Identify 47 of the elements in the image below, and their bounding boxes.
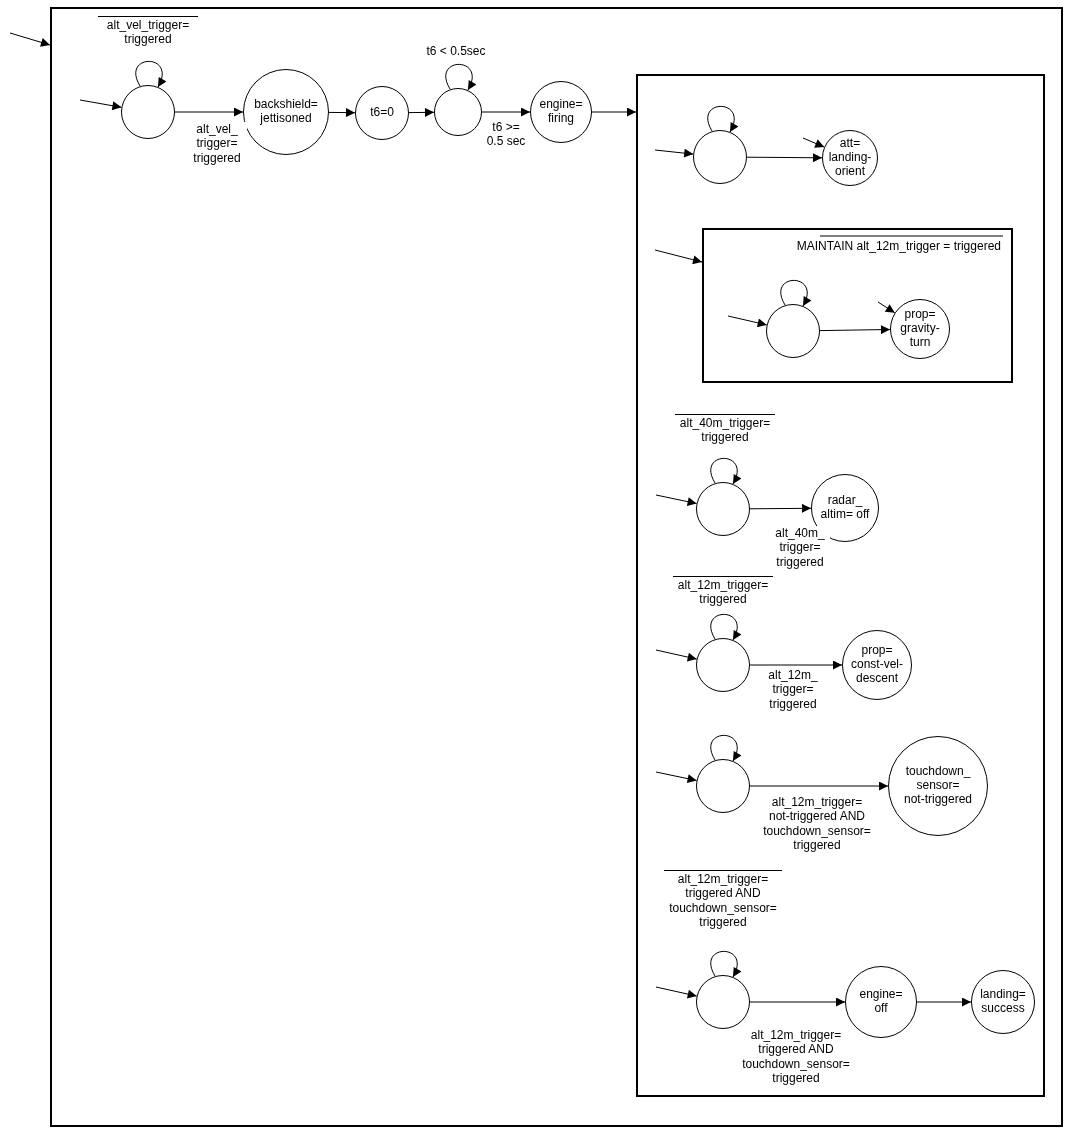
transition-arrow <box>727 315 768 328</box>
transition-arrow <box>655 986 698 999</box>
transition-arrow <box>79 99 122 111</box>
transition-arrow <box>9 32 51 47</box>
self-loop-arrow <box>710 734 741 762</box>
transition-arrow <box>749 781 889 791</box>
state-label: t6=0 <box>369 106 395 120</box>
state-label: backshield= jettisoned <box>253 98 319 126</box>
transition-arrow <box>916 997 972 1007</box>
transition-arrow <box>749 660 843 670</box>
transition-arrow <box>408 107 435 117</box>
self-loop-arrow <box>780 279 811 307</box>
self-loop-arrow <box>445 63 476 91</box>
state-label: MAINTAIN alt_12m_trigger = triggered <box>796 240 1001 254</box>
transition-arrow <box>481 107 531 117</box>
transition-arrow <box>746 153 823 163</box>
transition-arrow <box>749 997 846 1007</box>
edge-label: alt_40m_trigger= triggered <box>675 414 775 445</box>
state-label: engine= off <box>858 988 904 1016</box>
state-label: prop= gravity- turn <box>899 308 941 350</box>
self-loop-arrow <box>710 613 741 641</box>
state-label: landing= success <box>979 988 1027 1016</box>
state-label: prop= const-vel- descent <box>850 644 904 686</box>
transition-arrow <box>802 137 825 148</box>
edge-label: alt_12m_trigger= triggered AND touchdown_sensor= triggered <box>664 870 782 930</box>
transition-arrow <box>749 503 812 513</box>
self-loop-arrow <box>710 950 741 978</box>
state-label: touchdown_ sensor= not-triggered <box>902 765 973 807</box>
transition-arrow <box>591 107 637 117</box>
state-label: radar_ altim= off <box>820 494 870 522</box>
transition-arrow <box>655 771 698 784</box>
transition-arrow <box>655 649 698 662</box>
transition-arrow <box>819 325 891 335</box>
self-loop-arrow <box>135 60 166 88</box>
state-label: att= landing- orient <box>827 137 873 179</box>
transition-arrow <box>654 249 703 265</box>
transition-arrow <box>328 108 356 118</box>
self-loop-arrow <box>707 105 738 133</box>
state-label: engine= firing <box>538 98 584 126</box>
transition-arrow <box>655 494 698 507</box>
maintain-box <box>702 228 1013 383</box>
transition-arrow <box>654 148 694 158</box>
edge-label: alt_vel_trigger= triggered <box>98 16 198 47</box>
transition-arrow <box>174 107 244 117</box>
self-loop-arrow <box>710 457 741 485</box>
transition-arrow <box>877 301 896 314</box>
edge-label: alt_12m_trigger= triggered <box>673 576 773 607</box>
